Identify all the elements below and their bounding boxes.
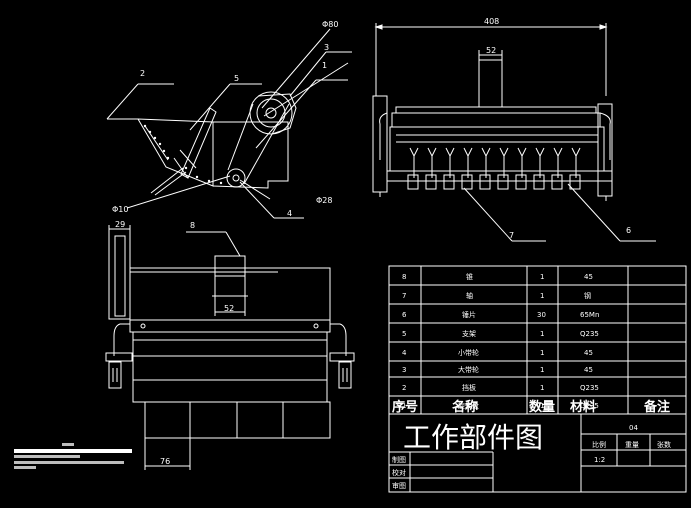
label-part-1: 1 [322,61,327,70]
row-3-no: 3 [402,366,406,374]
parts-table-header: 序号 名称 数量 材料 备注 [392,399,670,415]
scale-value: 1:2 [594,456,605,464]
title-block-text: 工作部件图 04 比例 重量 张数 1:2 制图 校对 审图 [392,421,671,490]
label-dia28: Φ28 [316,196,332,205]
label-part-5: 5 [234,74,239,83]
label-part-8: 8 [190,221,195,230]
row-6-no: 6 [402,311,407,319]
row-7-material: 钢 [584,291,591,300]
row-2-no: 2 [402,384,406,392]
row-7-qty: 1 [540,292,544,300]
dim-76: 76 [160,457,170,466]
sheet-code: 04 [629,424,638,432]
label-dia80: Φ80 [322,20,338,29]
header-name: 名称 [452,399,478,415]
scale-label: 比例 [592,440,606,449]
notes-block [14,443,132,469]
header-material: 材料 [570,399,596,415]
side-view [106,28,352,219]
approved-by-label: 审图 [392,481,406,490]
row-6-name: 锤片 [462,310,476,319]
label-part-6: 6 [626,226,631,235]
header-no: 序号 [392,399,418,415]
drawing-title: 工作部件图 [403,421,543,454]
row-6-material: 65Mn [580,311,599,319]
row-2-material: Q235 [580,384,599,392]
row-8-qty: 1 [540,273,544,281]
row-7-no: 7 [402,292,406,300]
row-5-material: Q235 [580,330,599,338]
drawn-by-label: 制图 [392,455,406,464]
row-2-qty: 1 [540,384,544,392]
sheet-label: 张数 [657,440,671,449]
dim-408: 408 [484,17,499,26]
header-note: 备注 [643,399,670,415]
row-3-material: 45 [584,366,593,374]
row-5-no: 5 [402,330,406,338]
row-8-material: 45 [584,273,593,281]
label-part-4: 4 [287,209,292,218]
row-3-name: 大带轮 [458,365,479,374]
side-view-labels: Φ80 3 1 2 5 Φ10 Φ28 4 [112,20,338,218]
guard-dots [143,124,223,185]
dim-29: 29 [115,220,125,229]
small-pulley [226,168,246,188]
row-1-name: 旋转盘 [458,401,479,410]
label-dia10: Φ10 [112,205,128,214]
row-6-qty: 30 [537,311,546,319]
front-view [372,23,656,242]
row-8-no: 8 [402,273,406,281]
row-7-name: 轴 [466,291,473,300]
label-part-3: 3 [324,43,329,52]
label-part-7: 7 [509,231,514,240]
row-4-name: 小带轮 [458,348,479,357]
row-5-qty: 1 [540,330,544,338]
row-1-no: 1 [402,402,406,410]
row-1-qty: 1 [540,402,544,410]
label-part-2: 2 [140,69,145,78]
parts-table-text: 8 锥 1 45 7 轴 1 钢 6 锤片 30 65Mn 5 支架 1 Q23… [402,272,599,410]
front-view-labels: 408 52 7 6 [484,17,631,240]
parts-table [388,265,687,493]
dim-52-top: 52 [224,304,234,313]
row-5-name: 支架 [462,329,476,338]
row-4-material: 45 [584,349,593,357]
row-1-material: Q235 [580,402,599,410]
header-qty: 数量 [529,399,555,415]
housing-outline [212,121,289,189]
checked-by-label: 校对 [392,468,406,477]
row-4-qty: 1 [540,349,544,357]
chute-outline [137,118,214,187]
top-view-labels: 29 8 52 76 [115,220,234,466]
row-8-name: 锥 [466,272,473,281]
row-3-qty: 1 [540,366,544,374]
row-2-name: 挡板 [462,383,476,392]
dim-52-front: 52 [486,46,496,55]
weight-label: 重量 [625,441,639,449]
row-4-no: 4 [402,349,407,357]
flail-row [407,147,581,190]
top-view [105,225,355,470]
